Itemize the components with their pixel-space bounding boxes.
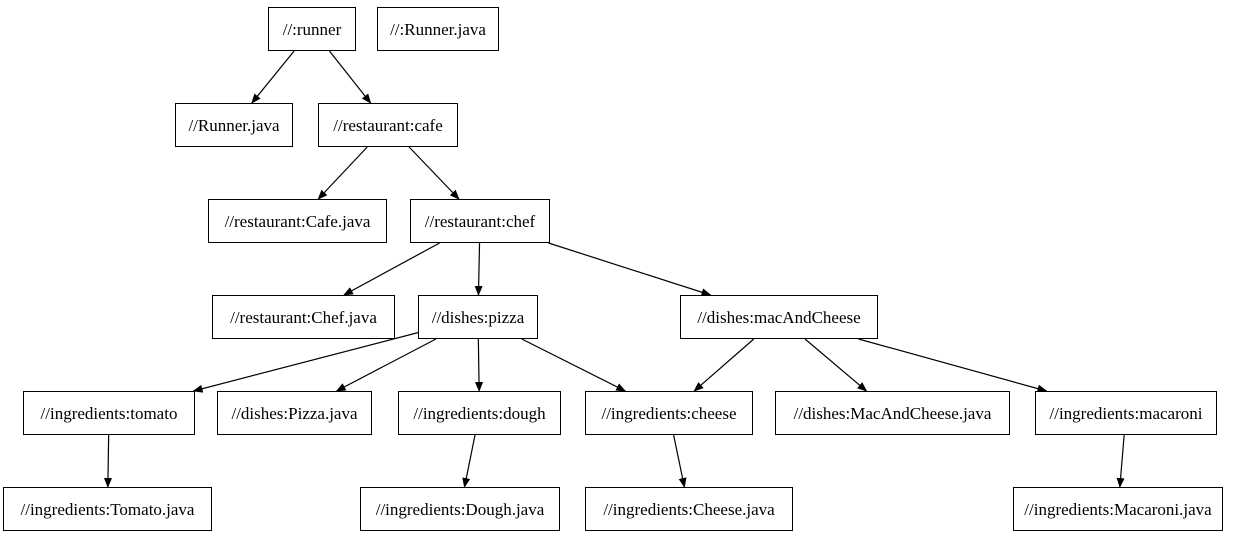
node-label: //:runner	[282, 19, 342, 39]
edge-dough-dough_java	[462, 434, 476, 488]
edge-chef-chef_java	[343, 242, 440, 296]
node-label: //ingredients:cheese	[601, 403, 737, 423]
node-label: //dishes:pizza	[431, 307, 525, 327]
node-label: //ingredients:Cheese.java	[603, 499, 775, 519]
graph-node-macandcheese: //dishes:macAndCheese	[680, 295, 878, 339]
edge-macandcheese-macandcheese_java	[804, 338, 868, 392]
node-label: //restaurant:chef	[424, 211, 536, 231]
graph-node-tomato: //ingredients:tomato	[23, 391, 195, 435]
node-label: //dishes:Pizza.java	[231, 403, 358, 423]
graph-node-runner_java_top: //:Runner.java	[377, 7, 499, 51]
node-label: //:Runner.java	[390, 19, 486, 39]
node-label: //restaurant:Cafe.java	[224, 211, 371, 231]
graph-node-cafe: //restaurant:cafe	[318, 103, 458, 147]
graph-node-tomato_java: //ingredients:Tomato.java	[3, 487, 212, 531]
node-label: //ingredients:tomato	[40, 403, 178, 423]
graph-node-runner_java: //Runner.java	[175, 103, 293, 147]
node-label: //ingredients:macaroni	[1049, 403, 1203, 423]
graph-node-dough: //ingredients:dough	[398, 391, 561, 435]
node-label: //restaurant:cafe	[333, 115, 443, 135]
graph-node-runner: //:runner	[268, 7, 356, 51]
edge-macaroni-macaroni_java	[1116, 434, 1125, 488]
edge-pizza-cheese	[521, 338, 627, 392]
edge-cafe-cafe_java	[317, 146, 368, 200]
node-label: //restaurant:Chef.java	[230, 307, 377, 327]
edge-chef-macandcheese	[548, 242, 712, 297]
graph-node-pizza_java: //dishes:Pizza.java	[217, 391, 372, 435]
graph-node-macandcheese_java: //dishes:MacAndCheese.java	[775, 391, 1010, 435]
graph-node-cafe_java: //restaurant:Cafe.java	[208, 199, 387, 243]
edge-chef-pizza	[474, 242, 483, 296]
edge-runner-cafe	[328, 50, 372, 104]
graph-node-cheese_java: //ingredients:Cheese.java	[585, 487, 793, 531]
edge-tomato-tomato_java	[103, 434, 112, 488]
node-label: //ingredients:Dough.java	[375, 499, 545, 519]
edge-runner-runner_java	[251, 50, 295, 104]
node-label: //ingredients:dough	[413, 403, 546, 423]
edge-pizza-tomato	[192, 332, 419, 393]
node-label: //dishes:macAndCheese	[697, 307, 861, 327]
graph-node-chef_java: //restaurant:Chef.java	[212, 295, 395, 339]
graph-node-pizza: //dishes:pizza	[418, 295, 538, 339]
node-label: //ingredients:Macaroni.java	[1024, 499, 1212, 519]
edge-cafe-chef	[408, 146, 460, 200]
graph-node-cheese: //ingredients:cheese	[585, 391, 753, 435]
graph-node-macaroni: //ingredients:macaroni	[1035, 391, 1217, 435]
edge-pizza-dough	[475, 338, 484, 392]
edge-pizza-pizza_java	[335, 338, 437, 392]
graph-node-chef: //restaurant:chef	[410, 199, 550, 243]
graph-node-dough_java: //ingredients:Dough.java	[360, 487, 560, 531]
node-label: //dishes:MacAndCheese.java	[793, 403, 992, 423]
node-label: //ingredients:Tomato.java	[20, 499, 195, 519]
node-label: //Runner.java	[188, 115, 280, 135]
edge-cheese-cheese_java	[672, 434, 687, 488]
graph-node-macaroni_java: //ingredients:Macaroni.java	[1013, 487, 1223, 531]
edge-macandcheese-cheese	[693, 338, 755, 392]
edge-macandcheese-macaroni	[858, 338, 1048, 393]
